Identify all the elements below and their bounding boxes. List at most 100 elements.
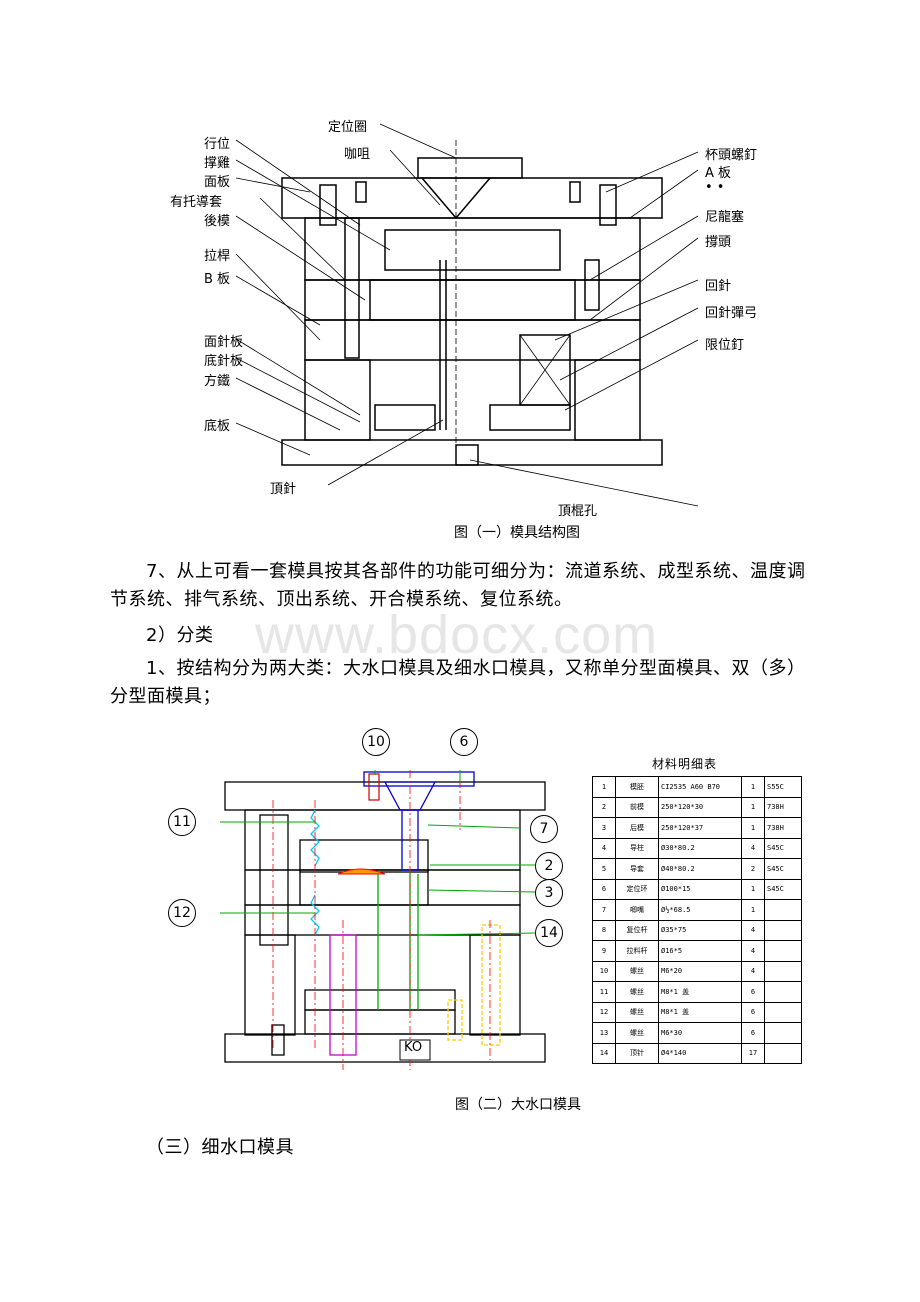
table-cell: 17 [741,1042,765,1064]
table-cell: 顶针 [615,1042,659,1064]
mold-structure-drawing [235,123,699,507]
table-cell [764,981,802,1003]
label-lifter: 撑雞 [204,156,231,171]
table-cell: 1 [741,899,765,921]
table-cell: 导套 [615,858,659,880]
label-stop-pin: 限位釘 [705,338,745,353]
table-cell: 9 [592,940,616,962]
table-cell: CI2535 A60 B70 [658,776,742,798]
table-cell: 模胚 [615,776,659,798]
table-cell: 定位环 [615,878,659,900]
table-cell: Ø35*75 [658,919,742,941]
table-cell: Ø4*140 [658,1042,742,1064]
table-cell: 3 [592,817,616,839]
label-slider: 行位 [204,137,231,152]
label-locating-ring: 定位圈 [328,120,368,135]
callout-14: 14 [535,919,563,947]
table-cell: 4 [592,837,616,859]
table-cell: 6 [741,1022,765,1044]
table-cell: 4 [741,940,765,962]
paragraph-classification: 2）分类 [146,625,214,646]
figure-1-caption: 图（一）模具结构图 [454,525,580,541]
label-tie-rod: 拉桿 [204,249,231,264]
table-cell: 1 [741,878,765,900]
label-guide-bush: 有托導套 [170,195,223,210]
label-nylon-plug: 尼龍塞 [705,210,745,225]
table-cell: 螺丝 [615,960,659,982]
label-socket-screw: 杯頭螺釘 [705,148,758,163]
section-heading-pin-gate-mold: （三）细水口模具 [146,1137,294,1158]
table-cell: 螺丝 [615,1022,659,1044]
table-cell: 1 [741,817,765,839]
label-top-plate: 面板 [204,175,231,190]
table-cell [764,1042,802,1064]
callout-10: 10 [362,728,390,756]
table-cell: M8*1 盖 [658,1001,742,1023]
label-ejector-plate: 底針板 [204,354,244,369]
two-plate-mold-drawing [220,770,546,1070]
table-cell: 6 [741,1001,765,1023]
figure-2-caption: 图（二）大水口模具 [455,1097,581,1113]
table-cell: 1 [741,776,765,798]
table-cell: 6 [592,878,616,900]
callout-2: 2 [535,852,563,880]
table-cell [764,899,802,921]
table-cell: 唧嘴 [615,899,659,921]
label-a-plate: A 板 [705,166,732,181]
table-cell: 10 [592,960,616,982]
label-support-pillar: 撐頭 [705,235,732,250]
label-return-spring: 回針彈弓 [705,306,758,321]
table-cell: 250*120*37 [658,817,742,839]
table-cell: 导柱 [615,837,659,859]
callout-6: 6 [450,728,478,756]
table-cell: 1 [592,776,616,798]
table-cell: Ø30*80.2 [658,837,742,859]
label-return-pin: 回針 [705,279,732,294]
paragraph-structure-types: 1、按结构分为两大类：大水口模具及细水口模具，又称单分型面模具、双（多）分型面模… [110,658,806,707]
label-core: 後模 [204,214,231,229]
table-cell: 后模 [615,817,659,839]
callout-12: 12 [168,899,196,927]
table-cell: 14 [592,1042,616,1064]
paragraph-systems: 7、从上可看一套模具按其各部件的功能可细分为：流道系统、成型系统、温度调节系统、… [110,561,806,610]
table-cell: 5 [592,858,616,880]
table-cell: 4 [741,960,765,982]
table-cell: 拉料杆 [615,940,659,962]
table-cell: 螺丝 [615,981,659,1003]
table-cell: S55C [764,776,802,798]
label-bottom-plate: 底板 [204,419,231,434]
table-cell: 738H [764,796,802,818]
table-cell: 250*120*30 [658,796,742,818]
table-cell [764,1001,802,1023]
label-ejector-retainer: 面針板 [204,335,244,350]
table-cell: 4 [741,837,765,859]
watermark: www.bdocx.com [255,605,659,665]
table-cell: 复位杆 [615,919,659,941]
table-cell: 2 [592,796,616,818]
table-cell: S45C [764,837,802,859]
label-dots: • • [705,180,725,195]
table-cell: 738H [764,817,802,839]
table-cell: 前模 [615,796,659,818]
callout-7: 7 [530,815,558,843]
ko-label: KO [404,1040,423,1055]
table-cell: M8*1 盖 [658,981,742,1003]
table-cell: M6*20 [658,960,742,982]
label-spacer-block: 方鐵 [204,374,231,389]
label-b-plate: B 板 [204,272,231,287]
callout-3: 3 [535,879,563,907]
label-ejector-pin: 頂針 [270,482,297,497]
label-ko-hole: 頂棍孔 [558,504,598,519]
table-cell: Ø½*68.5 [658,899,742,921]
